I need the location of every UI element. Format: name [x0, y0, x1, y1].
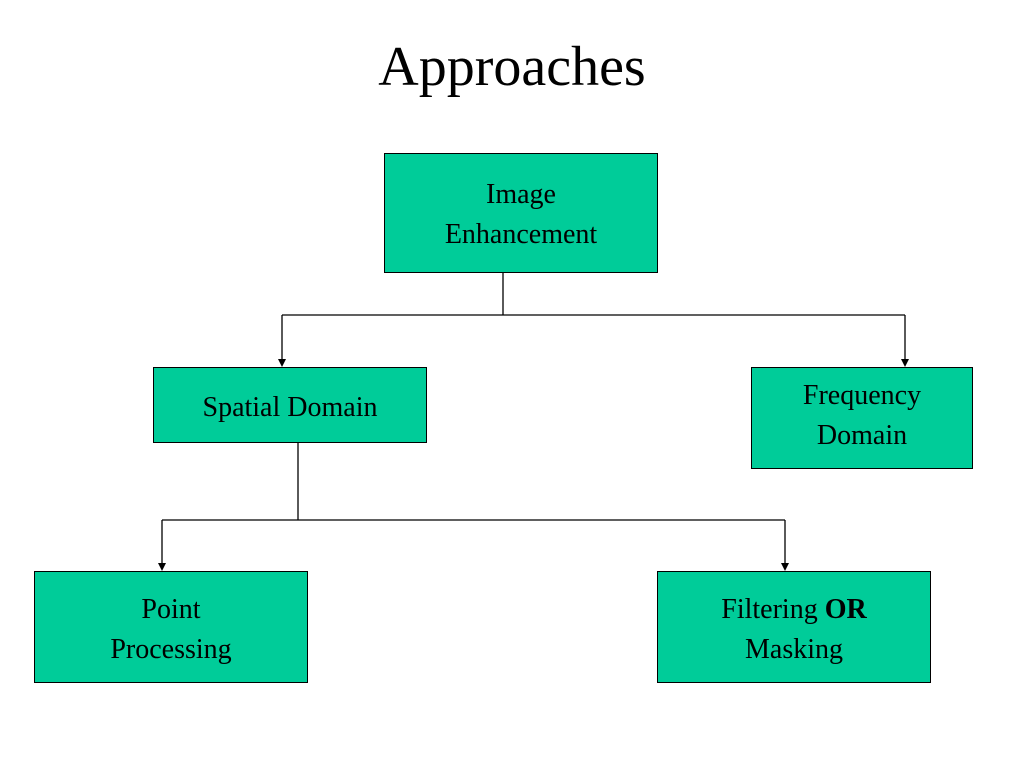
- node-label-line: Filtering OR: [658, 590, 930, 630]
- node-point-processing: Point Processing: [34, 571, 308, 683]
- arrowhead-filter: [781, 563, 789, 571]
- node-label-line: Frequency: [802, 380, 922, 411]
- node-filtering-or-masking: Filtering OR Masking: [657, 571, 931, 683]
- arrowhead-spatial: [278, 359, 286, 367]
- arrowhead-frequency: [901, 359, 909, 367]
- node-frequency-domain: Frequency Domain: [751, 367, 973, 469]
- node-label-line: Image: [486, 179, 556, 210]
- node-label-line: Masking: [745, 634, 843, 665]
- node-label-line: Enhancement: [444, 219, 598, 250]
- node-label-line: Processing: [110, 634, 232, 665]
- node-label-normal: Filtering: [721, 594, 825, 625]
- node-label-line: Point: [141, 594, 201, 625]
- node-label-line: Spatial Domain: [202, 392, 378, 423]
- node-spatial-domain: Spatial Domain: [153, 367, 427, 443]
- slide-title: Approaches: [378, 36, 646, 98]
- node-label-line: Domain: [816, 420, 908, 451]
- arrowhead-point: [158, 563, 166, 571]
- node-label-bold: OR: [824, 594, 867, 625]
- node-image-enhancement: Image Enhancement: [384, 153, 658, 273]
